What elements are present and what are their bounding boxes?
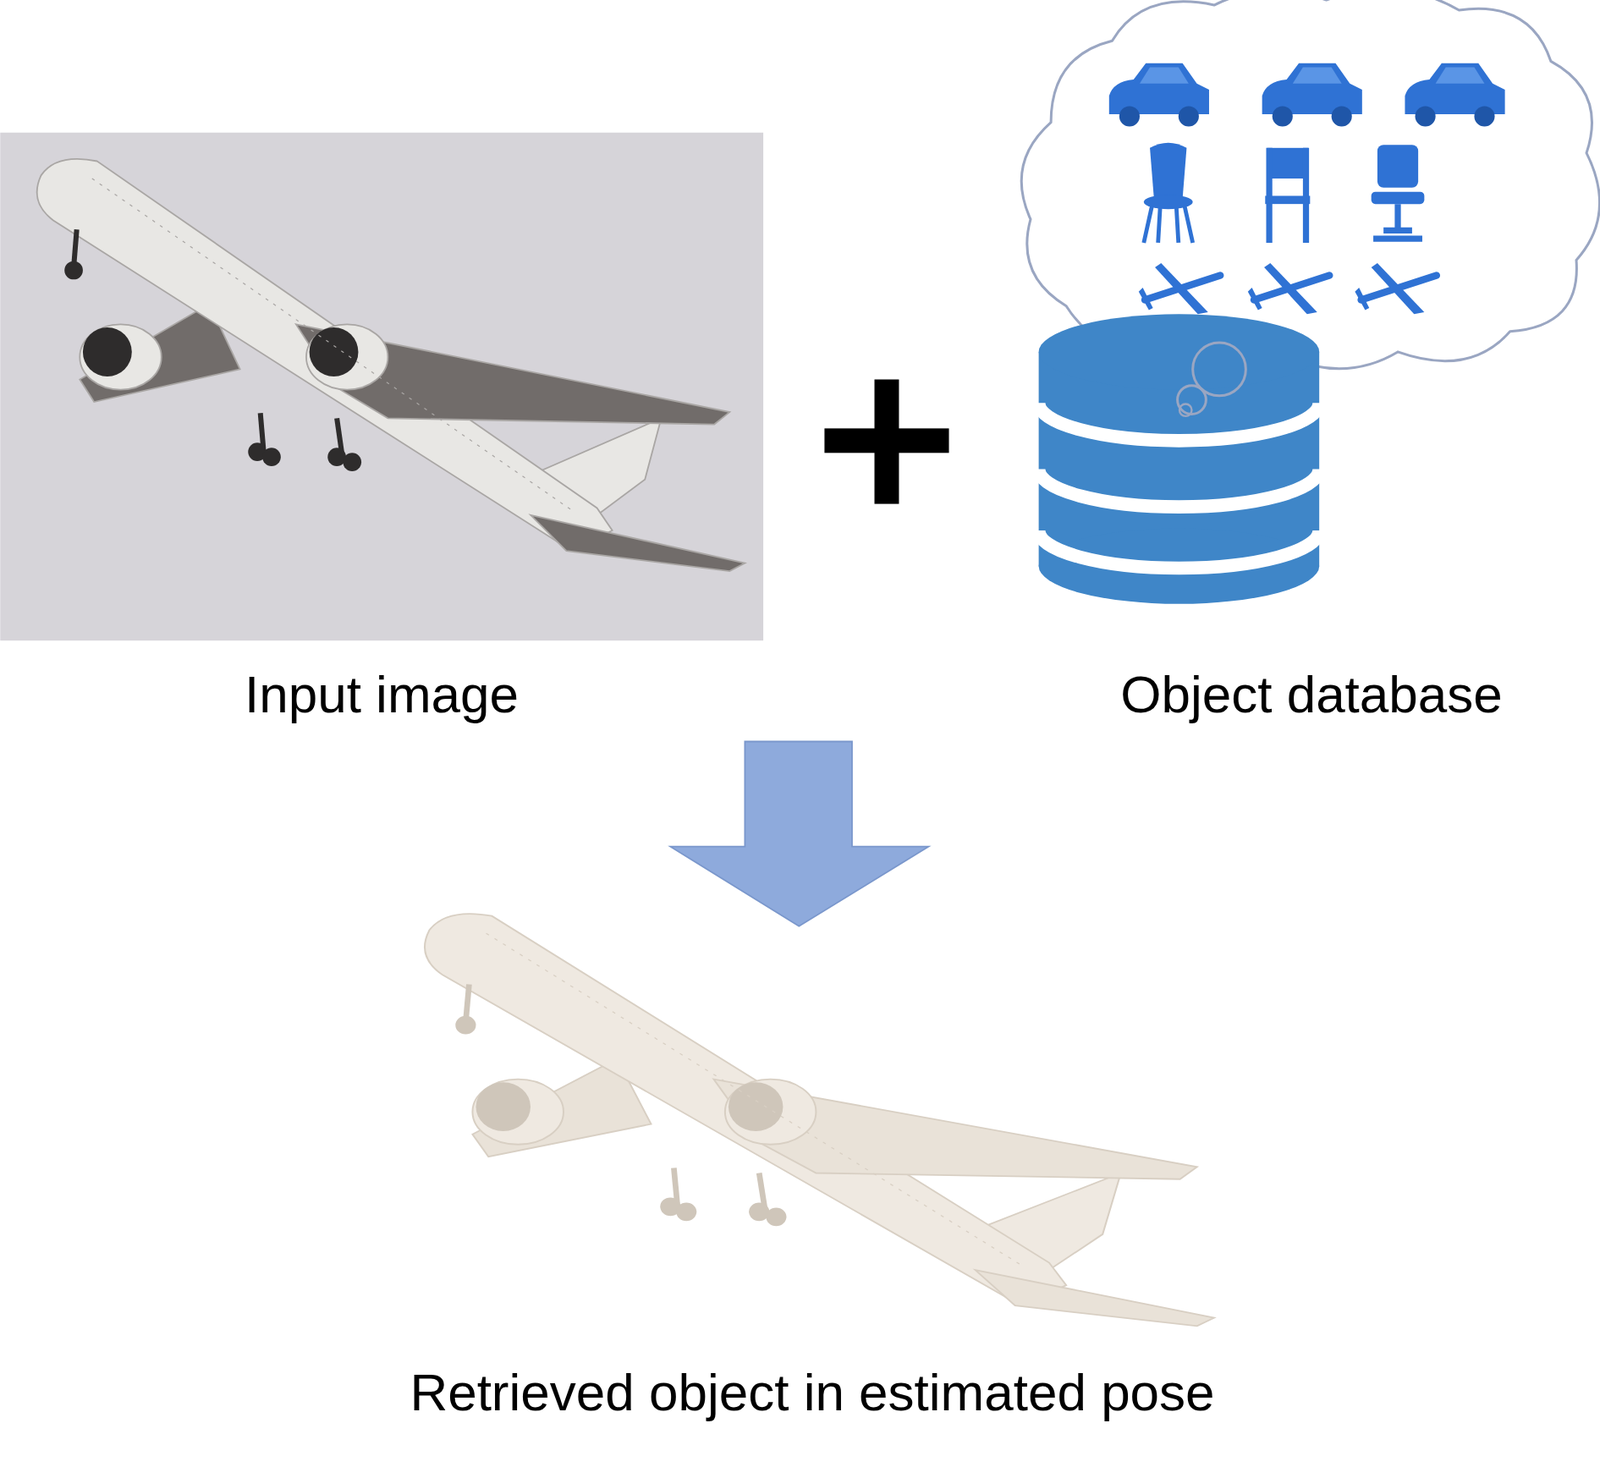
thought-cloud bbox=[1021, 0, 1600, 372]
input-image-panel: Input image bbox=[0, 132, 764, 726]
plus-sign bbox=[874, 379, 900, 505]
block-arrow bbox=[670, 742, 929, 927]
illustration-space bbox=[0, 132, 764, 665]
illustration-space bbox=[1015, 0, 1600, 665]
database-cylinder bbox=[1039, 313, 1320, 604]
airplane-photo bbox=[37, 159, 746, 572]
object-database-panel: Object database bbox=[1015, 0, 1600, 726]
object-icons bbox=[1109, 63, 1506, 315]
retrieved-object-panel: Retrieved object in estimated pose bbox=[321, 912, 1304, 1424]
airplane-model bbox=[424, 913, 1215, 1326]
panel-caption: Retrieved object in estimated pose bbox=[321, 1362, 1304, 1424]
thought-bubble bbox=[1179, 403, 1192, 416]
panel-caption: Input image bbox=[0, 664, 764, 726]
illustration-space bbox=[321, 912, 1304, 1363]
photo-background bbox=[0, 132, 764, 641]
panel-caption: Object database bbox=[1015, 664, 1600, 726]
